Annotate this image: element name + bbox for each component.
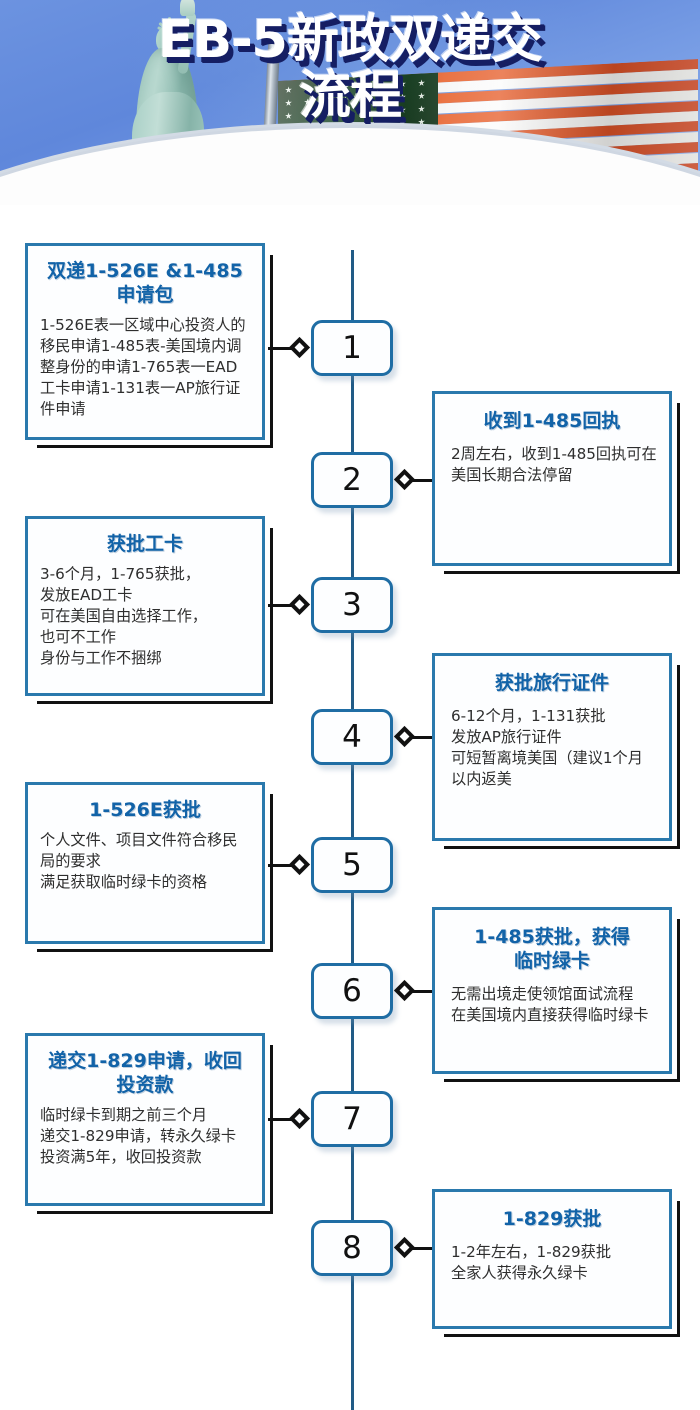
- connector-line-8: [409, 1247, 432, 1250]
- card-shadow-bottom: [37, 949, 273, 952]
- card-shadow-bottom: [37, 701, 273, 704]
- step-number: 4: [342, 718, 362, 755]
- step-number: 6: [342, 972, 362, 1009]
- card-shadow-bottom: [37, 1211, 273, 1214]
- card-shadow-right: [270, 255, 273, 448]
- step-card-title: 双递1-526E &1-485 申请包: [47, 260, 243, 306]
- connector-line-7: [268, 1118, 295, 1121]
- card-shadow-right: [677, 665, 680, 849]
- step-card-title: 获批旅行证件: [494, 672, 609, 694]
- header-banner: EB-5新政双递交 流程: [0, 0, 700, 205]
- card-shadow-bottom: [37, 445, 273, 448]
- step-card-title: 获批工卡: [106, 533, 183, 555]
- statue-crown: [148, 14, 188, 34]
- step-number: 8: [342, 1229, 362, 1266]
- connector-line-2: [409, 479, 432, 482]
- step-card-body: 3-6个月，1-765获批， 发放EAD工卡 可在美国自由选择工作， 也可不工作…: [40, 564, 208, 667]
- process-flow: 1 双递1-526E &1-485 申请包 1-526E表一区域中心投资人的移民申请…: [0, 205, 700, 1410]
- card-shadow-right: [677, 919, 680, 1082]
- step-card-body: 个人文件、项目文件符合移民局的要求 满足获取临时绿卡的资格: [40, 830, 238, 891]
- step-marker-2[interactable]: 2: [311, 452, 393, 508]
- card-shadow-bottom: [444, 1334, 680, 1337]
- step-card-body: 1-2年左右，1-829获批 全家人获得永久绿卡: [451, 1242, 612, 1282]
- card-shadow-bottom: [444, 846, 680, 849]
- step-card-7[interactable]: 递交1-829申请，收回 投资款临时绿卡到期之前三个月 递交1-829申请，转永…: [25, 1033, 273, 1214]
- step-number: 7: [342, 1100, 362, 1137]
- step-marker-6[interactable]: 6: [311, 963, 393, 1019]
- step-card-title: 1-485获批，获得 临时绿卡: [474, 926, 630, 972]
- statue-head: [156, 26, 179, 53]
- connector-diamond-5: [288, 853, 311, 876]
- step-marker-5[interactable]: 5: [311, 837, 393, 893]
- step-card-body: 1-526E表一区域中心投资人的移民申请1-485表-美国境内调整身份的申请1-…: [40, 315, 246, 418]
- connector-diamond-7: [288, 1107, 311, 1130]
- connector-line-3: [268, 604, 295, 607]
- step-card-body: 6-12个月，1-131获批 发放AP旅行证件 可短暂离境美国（建议1个月 以内…: [451, 706, 643, 788]
- step-marker-1[interactable]: 1: [311, 320, 393, 376]
- step-number: 3: [342, 586, 362, 623]
- flow-spine-line: [351, 250, 354, 1410]
- step-card-5[interactable]: 1-526E获批个人文件、项目文件符合移民局的要求 满足获取临时绿卡的资格: [25, 782, 273, 952]
- step-card-body: 2周左右，收到1-485回执可在美国长期合法停留: [451, 444, 657, 484]
- step-card-1[interactable]: 双递1-526E &1-485 申请包 1-526E表一区域中心投资人的移民申请1…: [25, 243, 273, 448]
- card-shadow-bottom: [444, 571, 680, 574]
- step-card-8[interactable]: 1-829获批 1-2年左右，1-829获批 全家人获得永久绿卡: [432, 1189, 680, 1337]
- card-shadow-right: [677, 403, 680, 574]
- card-shadow-right: [270, 528, 273, 704]
- step-number: 5: [342, 846, 362, 883]
- card-shadow-right: [270, 794, 273, 952]
- statue-torch: [180, 0, 195, 16]
- step-marker-3[interactable]: 3: [311, 577, 393, 633]
- step-card-3[interactable]: 获批工卡 3-6个月，1-765获批， 发放EAD工卡 可在美国自由选择工作， 也…: [25, 516, 273, 704]
- connector-diamond-1: [288, 336, 311, 359]
- step-card-body: 临时绿卡到期之前三个月 递交1-829申请，转永久绿卡 投资满5年，收回投资款: [40, 1105, 237, 1166]
- step-card-6[interactable]: 1-485获批，获得 临时绿卡无需出境走使领馆面试流程 在美国境内直接获得临时绿…: [432, 907, 680, 1082]
- card-shadow-right: [677, 1201, 680, 1337]
- step-number: 1: [342, 329, 362, 366]
- connector-line-4: [409, 736, 432, 739]
- connector-line-6: [409, 990, 432, 993]
- connector-line-5: [268, 864, 295, 867]
- step-card-title: 递交1-829申请，收回 投资款: [48, 1050, 242, 1096]
- connector-diamond-4: [393, 725, 416, 748]
- connector-diamond-6: [393, 979, 416, 1002]
- connector-diamond-3: [288, 593, 311, 616]
- connector-line-1: [268, 347, 295, 350]
- step-card-body: 无需出境走使领馆面试流程 在美国境内直接获得临时绿卡: [451, 984, 649, 1024]
- step-marker-8[interactable]: 8: [311, 1220, 393, 1276]
- step-marker-7[interactable]: 7: [311, 1091, 393, 1147]
- step-card-title: 收到1-485回执: [483, 410, 621, 432]
- step-number: 2: [342, 461, 362, 498]
- card-shadow-bottom: [444, 1079, 680, 1082]
- card-shadow-right: [270, 1045, 273, 1214]
- step-card-2[interactable]: 收到1-485回执 2周左右，收到1-485回执可在美国长期合法停留: [432, 391, 680, 574]
- step-card-title: 1-829获批: [502, 1208, 602, 1230]
- connector-diamond-8: [393, 1236, 416, 1259]
- step-marker-4[interactable]: 4: [311, 709, 393, 765]
- connector-diamond-2: [393, 468, 416, 491]
- step-card-title: 1-526E获批: [89, 799, 201, 821]
- step-card-4[interactable]: 获批旅行证件 6-12个月，1-131获批 发放AP旅行证件 可短暂离境美国（建议…: [432, 653, 680, 849]
